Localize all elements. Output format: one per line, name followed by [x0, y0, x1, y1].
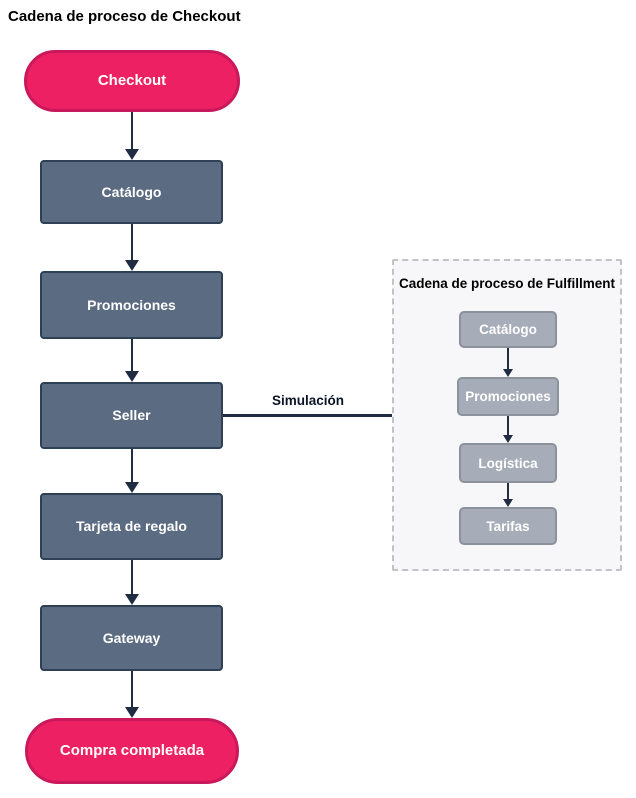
fulfillment-group-title: Cadena de proceso de Fulfillment	[398, 276, 616, 291]
sub-arrow-catalogo-to-promociones	[503, 348, 513, 377]
connector-simulacion-label: Simulación	[271, 393, 344, 408]
sub-arrow-logistica-to-tarifas	[503, 483, 513, 507]
arrow-shaft	[507, 483, 509, 499]
arrow-gateway-to-compra	[125, 671, 139, 718]
arrow-shaft	[131, 224, 133, 260]
subnode-promociones: Promociones	[457, 377, 559, 416]
arrow-promociones-to-seller	[125, 339, 139, 382]
arrow-head-icon	[125, 149, 139, 160]
subnode-catalogo-label: Catálogo	[479, 322, 537, 337]
arrow-head-icon	[503, 369, 513, 377]
arrow-head-icon	[125, 707, 139, 718]
node-gateway-label: Gateway	[102, 629, 161, 646]
checkout-chain-title: Cadena de proceso de Checkout	[8, 8, 241, 25]
arrow-shaft	[131, 671, 133, 707]
arrow-head-icon	[125, 260, 139, 271]
arrow-head-icon	[503, 499, 513, 507]
arrow-shaft	[507, 348, 509, 369]
node-seller-label: Seller	[112, 407, 151, 424]
subnode-catalogo: Catálogo	[459, 311, 557, 348]
node-checkout-label: Checkout	[97, 72, 167, 90]
arrow-shaft	[507, 416, 509, 435]
node-promociones: Promociones	[40, 271, 223, 339]
arrow-shaft	[131, 560, 133, 594]
node-compra-completada: Compra completada	[25, 718, 239, 784]
arrow-tarjeta-to-gateway	[125, 560, 139, 605]
arrow-head-icon	[503, 435, 513, 443]
arrow-seller-to-tarjeta	[125, 449, 139, 493]
arrow-shaft	[131, 112, 133, 149]
fulfillment-group: Cadena de proceso de Fulfillment Catálog…	[392, 259, 622, 571]
sub-arrow-promociones-to-logistica	[503, 416, 513, 443]
node-seller: Seller	[40, 382, 223, 449]
subnode-tarifas-label: Tarifas	[486, 518, 530, 534]
subnode-logistica-label: Logística	[478, 455, 538, 471]
arrow-head-icon	[125, 371, 139, 382]
node-tarjeta-de-regalo: Tarjeta de regalo	[40, 493, 223, 560]
arrow-checkout-to-catalogo	[125, 112, 139, 160]
arrow-head-icon	[125, 594, 139, 605]
arrow-catalogo-to-promociones	[125, 224, 139, 271]
node-gateway: Gateway	[40, 605, 223, 671]
node-catalogo-label: Catálogo	[101, 183, 162, 200]
node-checkout: Checkout	[24, 50, 240, 112]
node-promociones-label: Promociones	[87, 296, 176, 313]
node-tarjeta-de-regalo-label: Tarjeta de regalo	[75, 518, 187, 535]
arrow-shaft	[131, 339, 133, 371]
subnode-logistica: Logística	[459, 443, 557, 483]
node-compra-completada-label: Compra completada	[59, 742, 205, 760]
connector-simulacion-line	[223, 414, 392, 417]
subnode-tarifas: Tarifas	[459, 507, 557, 545]
arrow-head-icon	[125, 482, 139, 493]
arrow-shaft	[131, 449, 133, 482]
subnode-promociones-label: Promociones	[465, 389, 551, 404]
node-catalogo: Catálogo	[40, 160, 223, 224]
